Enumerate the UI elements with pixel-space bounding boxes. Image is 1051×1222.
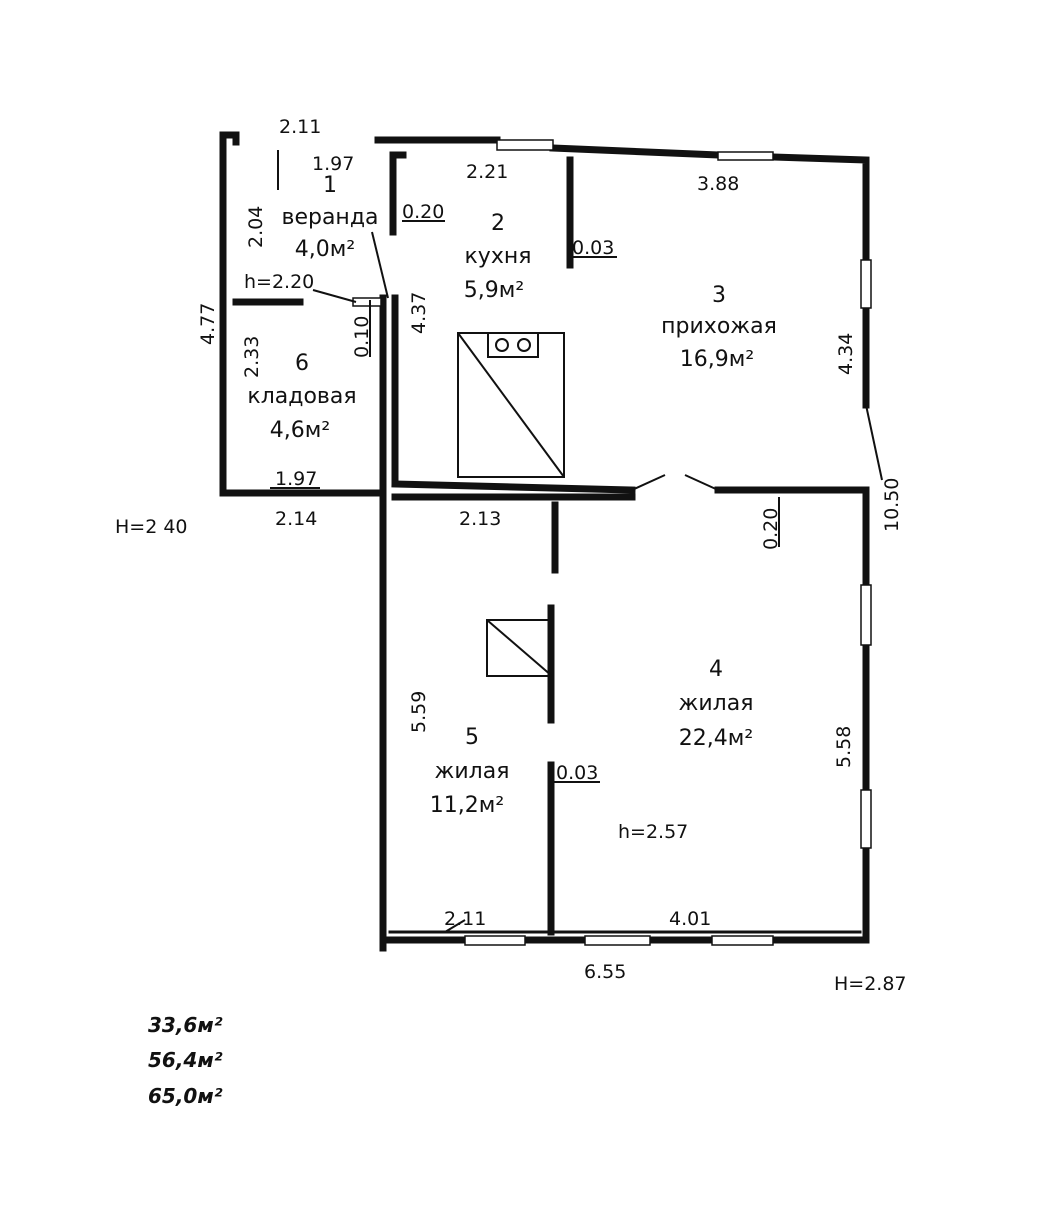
dim-storage-height: 2.33	[241, 336, 263, 378]
height-veranda: h=2.20	[244, 271, 314, 293]
dim-hall-height: 4.34	[835, 333, 857, 375]
room-area: 4,6м²	[270, 418, 330, 443]
room-area: 22,4м²	[679, 726, 753, 751]
room-name: жилая	[435, 759, 510, 784]
room-name: прихожая	[661, 314, 777, 339]
heights: h=2.20 h=2.57 H=2 40 H=2.87	[115, 271, 907, 995]
total-area-1: 33,6м²	[148, 1013, 223, 1037]
stove-kitchen	[457, 332, 565, 478]
total-area-2: 56,4м²	[148, 1048, 223, 1072]
dim-marks	[270, 150, 780, 933]
dim-storage-inner: 1.97	[275, 468, 317, 490]
height-main: h=2.57	[618, 821, 688, 843]
room-area: 5,9м²	[464, 278, 524, 303]
room-name: кухня	[465, 244, 532, 269]
room-number: 3	[712, 283, 726, 308]
room-number: 5	[465, 725, 479, 750]
dim-wall-020-mid: 0.20	[760, 508, 782, 550]
dim-room4-height: 5.58	[833, 726, 855, 768]
room-4-label: 4 жилая 22,4м²	[679, 657, 754, 751]
dim-kitchen-height: 4.37	[408, 292, 430, 334]
doors	[312, 231, 883, 491]
dim-wall-003-bottom: 0.03	[556, 762, 598, 784]
room-number: 2	[491, 211, 505, 236]
dim-kitchen-width: 2.21	[466, 161, 508, 183]
room-5-label: 5 жилая 11,2м²	[430, 725, 510, 818]
room-name: веранда	[281, 205, 378, 230]
room-area: 11,2м²	[430, 793, 504, 818]
dim-hall-width: 3.88	[697, 173, 739, 195]
dim-wall-010: 0.10	[351, 316, 373, 358]
dim-room5-top: 2.13	[459, 508, 501, 530]
total-area-3: 65,0м²	[148, 1084, 223, 1108]
room-1-label: 1 веранда 4,0м²	[281, 173, 378, 262]
room-6-label: 6 кладовая 4,6м²	[247, 351, 356, 443]
dim-room5-height: 5.59	[408, 691, 430, 733]
room-3-label: 3 прихожая 16,9м²	[661, 283, 777, 372]
room-2-label: 2 кухня 5,9м²	[464, 211, 532, 303]
stove-room	[486, 619, 553, 677]
room-name: кладовая	[247, 384, 356, 409]
room-number: 6	[295, 351, 309, 376]
dimensions-vertical: 2.04 4.77 2.33 0.10 4.37 4.34 10.50 0.20…	[197, 206, 903, 768]
room-area: 4,0м²	[295, 237, 355, 262]
main-walls	[374, 136, 870, 952]
dim-wall-020-top: 0.20	[402, 201, 444, 223]
room-number: 1	[323, 173, 337, 198]
windows	[352, 139, 872, 946]
height-left-building: H=2 40	[115, 516, 188, 538]
dim-room5-bottom: 2.11	[444, 908, 486, 930]
dim-veranda-top: 2.11	[279, 116, 321, 138]
dim-room4-bottom: 4.01	[669, 908, 711, 930]
dim-veranda-inner: 1.97	[312, 153, 354, 175]
dimensions-horizontal: 2.11 1.97 0.20 2.21 0.03 3.88 1.97 2.14 …	[275, 116, 739, 983]
room-area: 16,9м²	[680, 347, 754, 372]
dim-left-total: 4.77	[197, 303, 219, 345]
room-name: жилая	[679, 691, 754, 716]
dim-storage-outer: 2.14	[275, 508, 317, 530]
room-number: 4	[709, 657, 723, 682]
height-right-building: H=2.87	[834, 973, 907, 995]
dim-total-bottom: 6.55	[584, 961, 626, 983]
dim-veranda-height: 2.04	[245, 206, 267, 248]
dim-total-right: 10.50	[881, 478, 903, 532]
area-totals: 33,6м² 56,4м² 65,0м²	[148, 1013, 223, 1108]
annex-walls	[219, 131, 384, 497]
dim-wall-003-top: 0.03	[572, 237, 614, 259]
